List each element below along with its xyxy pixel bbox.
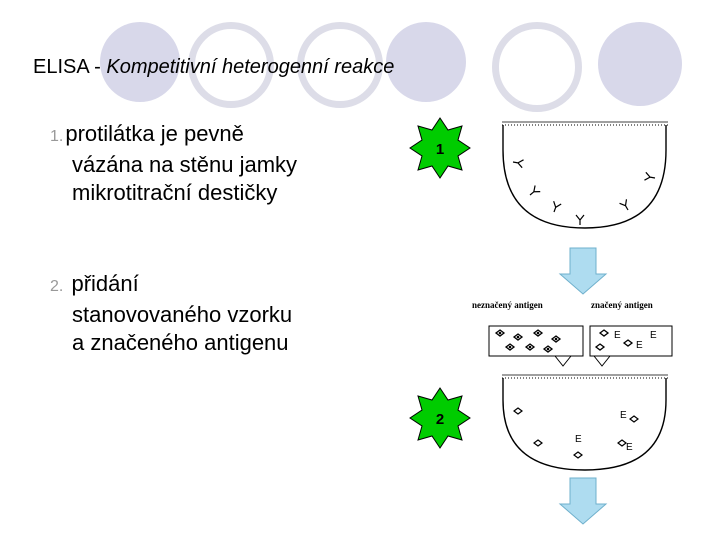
antigen-icon <box>542 345 554 353</box>
antigen-icon <box>622 339 634 347</box>
item-line: stanovovaného vzorku <box>72 302 293 327</box>
item-number: 1. <box>50 128 64 145</box>
antibody-icon <box>511 157 525 169</box>
bound-antigen-icon <box>573 451 583 459</box>
arrow-down-icon <box>558 247 608 295</box>
decorative-circle <box>598 22 682 106</box>
antigen-icon <box>504 343 516 351</box>
enzyme-label: E <box>575 434 582 445</box>
list-item-1: 1.protilátka je pevně vázána na stěnu ja… <box>50 120 297 207</box>
unlabeled-antigen-label: neznačený antigen <box>472 300 543 310</box>
item-line: přidání <box>71 271 139 296</box>
decorative-ring <box>188 22 274 108</box>
enzyme-label: E <box>650 330 657 341</box>
bound-antigen-icon <box>629 415 639 423</box>
decorative-circle <box>100 22 180 102</box>
enzyme-label: E <box>636 340 643 351</box>
antigen-icon <box>532 329 544 337</box>
antibody-icon <box>549 200 562 214</box>
microplate-well-2: E E E <box>502 374 668 471</box>
antigen-icon <box>594 343 606 351</box>
star-icon <box>409 117 471 179</box>
antibody-icon <box>575 214 585 226</box>
bound-antigen-icon <box>617 439 627 447</box>
item-line: a značeného antigenu <box>72 330 289 355</box>
bound-antigen-icon <box>513 407 523 415</box>
step-2-badge: 2 <box>409 387 471 449</box>
antigen-icon <box>512 333 524 341</box>
labeled-antigen-box: E E E <box>589 325 673 357</box>
step-1-label: 1 <box>436 141 444 158</box>
antigen-icon <box>494 329 506 337</box>
list-item-2: 2. přidání stanovovaného vzorku a značen… <box>50 270 292 357</box>
enzyme-label: E <box>614 330 621 341</box>
unlabeled-antigen-box <box>488 325 584 357</box>
slide-title: ELISA - Kompetitivní heterogenní reakce <box>33 56 394 79</box>
labeled-antigen-label: značený antigen <box>591 300 653 310</box>
antigen-icon <box>598 329 610 337</box>
item-line: mikrotitrační destičky <box>72 180 278 205</box>
step-1-badge: 1 <box>409 117 471 179</box>
decorative-ring <box>492 22 582 112</box>
item-line: vázána na stěnu jamky <box>72 152 298 177</box>
title-italic: Kompetitivní heterogenní reakce <box>106 56 395 78</box>
decorative-circle <box>386 22 466 102</box>
arrow-down-icon <box>558 477 608 525</box>
antibody-icon <box>643 171 657 183</box>
enzyme-label: E <box>626 442 633 453</box>
antigen-icon <box>550 335 562 343</box>
antibody-icon <box>618 198 633 213</box>
item-number: 2. <box>50 278 64 295</box>
star-icon <box>409 387 471 449</box>
antigen-icon <box>524 343 536 351</box>
step-2-label: 2 <box>436 411 444 428</box>
microplate-well-1 <box>502 121 668 229</box>
decorative-ring <box>297 22 383 108</box>
bound-antigen-icon <box>533 439 543 447</box>
enzyme-label: E <box>620 410 627 421</box>
item-line: protilátka je pevně <box>65 121 244 146</box>
title-prefix: ELISA - <box>33 56 107 78</box>
antibody-icon <box>526 184 541 199</box>
